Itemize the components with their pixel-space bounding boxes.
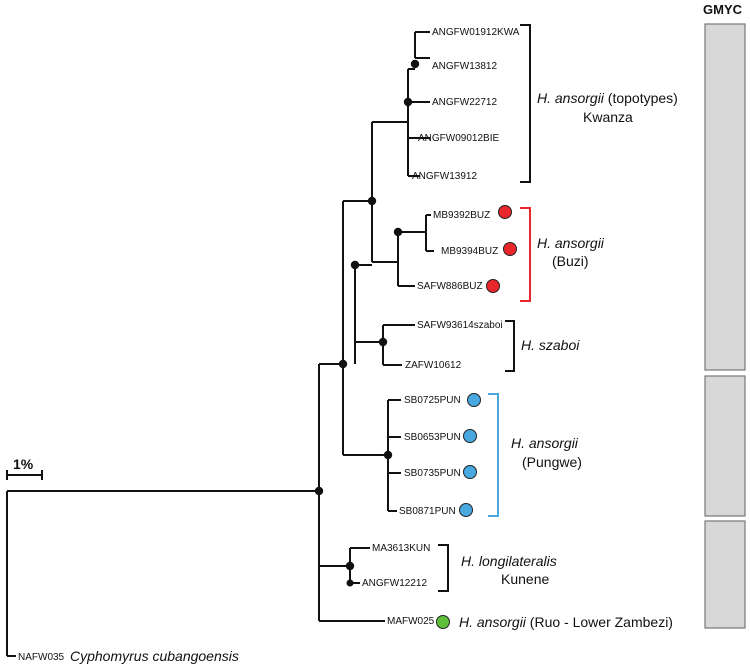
node-dot (410, 59, 420, 69)
bracket-buzi (520, 207, 531, 302)
node-dot (367, 196, 377, 206)
node-dot (403, 97, 413, 107)
clade-region-kunene: Kunene (501, 571, 549, 587)
node-markers (314, 59, 420, 587)
scale-bar (6, 470, 43, 480)
tip-label: MB9394BUZ (441, 246, 498, 257)
tip-label: MAFW025 (387, 616, 435, 627)
tip-label: NAFW035 (18, 652, 65, 663)
pungwe-marker (459, 503, 473, 517)
scale-bar-label: 1% (13, 456, 34, 472)
clade-label-kunene: H. longilateralis (461, 553, 557, 569)
tip-labels: ANGFW01912KWA ANGFW13812 ANGFW22712 ANGF… (18, 27, 520, 663)
tip-label: ANGFW13912 (412, 171, 477, 182)
node-dot (393, 227, 403, 237)
clade-label-szaboi: H. szaboi (521, 337, 580, 353)
clade-label-zambezi: H. ansorgii (Ruo - Lower Zambezi) (459, 614, 673, 630)
tip-label: MA3613KUN (372, 543, 430, 554)
node-dot (378, 337, 388, 347)
clade-label-buzi: H. ansorgii (537, 235, 605, 251)
tip-label: ANGFW22712 (432, 97, 497, 108)
tip-label: ZAFW10612 (405, 360, 462, 371)
gmyc-header: GMYC (703, 2, 743, 17)
zambezi-marker (436, 615, 450, 629)
tip-label: ANGFW09012BIE (418, 133, 499, 144)
clade-region-pungwe: (Pungwe) (522, 454, 582, 470)
tip-label: ANGFW01912KWA (432, 27, 520, 38)
node-dot (338, 359, 348, 369)
population-markers (436, 205, 517, 629)
bracket-topotypes (520, 24, 531, 183)
bracket-pungwe (488, 393, 499, 517)
clade-label-pungwe: H. ansorgii (511, 435, 579, 451)
bracket-kunene (438, 544, 449, 592)
tip-label: ANGFW13812 (432, 61, 497, 72)
node-dot (383, 450, 393, 460)
tip-label: SAFW93614szaboi (417, 320, 503, 331)
tip-label: SB0871PUN (399, 506, 456, 517)
clade-label-outgroup: Cyphomyrus cubangoensis (70, 648, 239, 664)
bracket-szaboi (505, 320, 515, 372)
pungwe-marker (467, 393, 481, 407)
gmyc-bar-2 (704, 375, 746, 517)
pungwe-marker (463, 429, 477, 443)
tip-label: MB9392BUZ (433, 210, 490, 221)
node-dot (345, 561, 355, 571)
tip-label: ANGFW12212 (362, 578, 427, 589)
pungwe-marker (463, 465, 477, 479)
tree-branches (6, 31, 434, 657)
buzi-marker (486, 279, 500, 293)
tip-label: SB0653PUN (404, 432, 461, 443)
clade-region-topotypes: Kwanza (583, 109, 633, 125)
buzi-marker (503, 242, 517, 256)
gmyc-bar-3 (704, 520, 746, 629)
buzi-marker (498, 205, 512, 219)
clade-region-buzi: (Buzi) (552, 253, 589, 269)
tip-label: SAFW886BUZ (417, 281, 483, 292)
node-dot (314, 486, 324, 496)
node-dot (346, 579, 354, 587)
tip-label: SB0725PUN (404, 395, 461, 406)
tip-label: SB0735PUN (404, 468, 461, 479)
buzi-szaboi-stem (354, 264, 372, 342)
clade-label-topotypes: H. ansorgii (topotypes) (537, 90, 678, 106)
gmyc-bar-1 (704, 23, 746, 371)
